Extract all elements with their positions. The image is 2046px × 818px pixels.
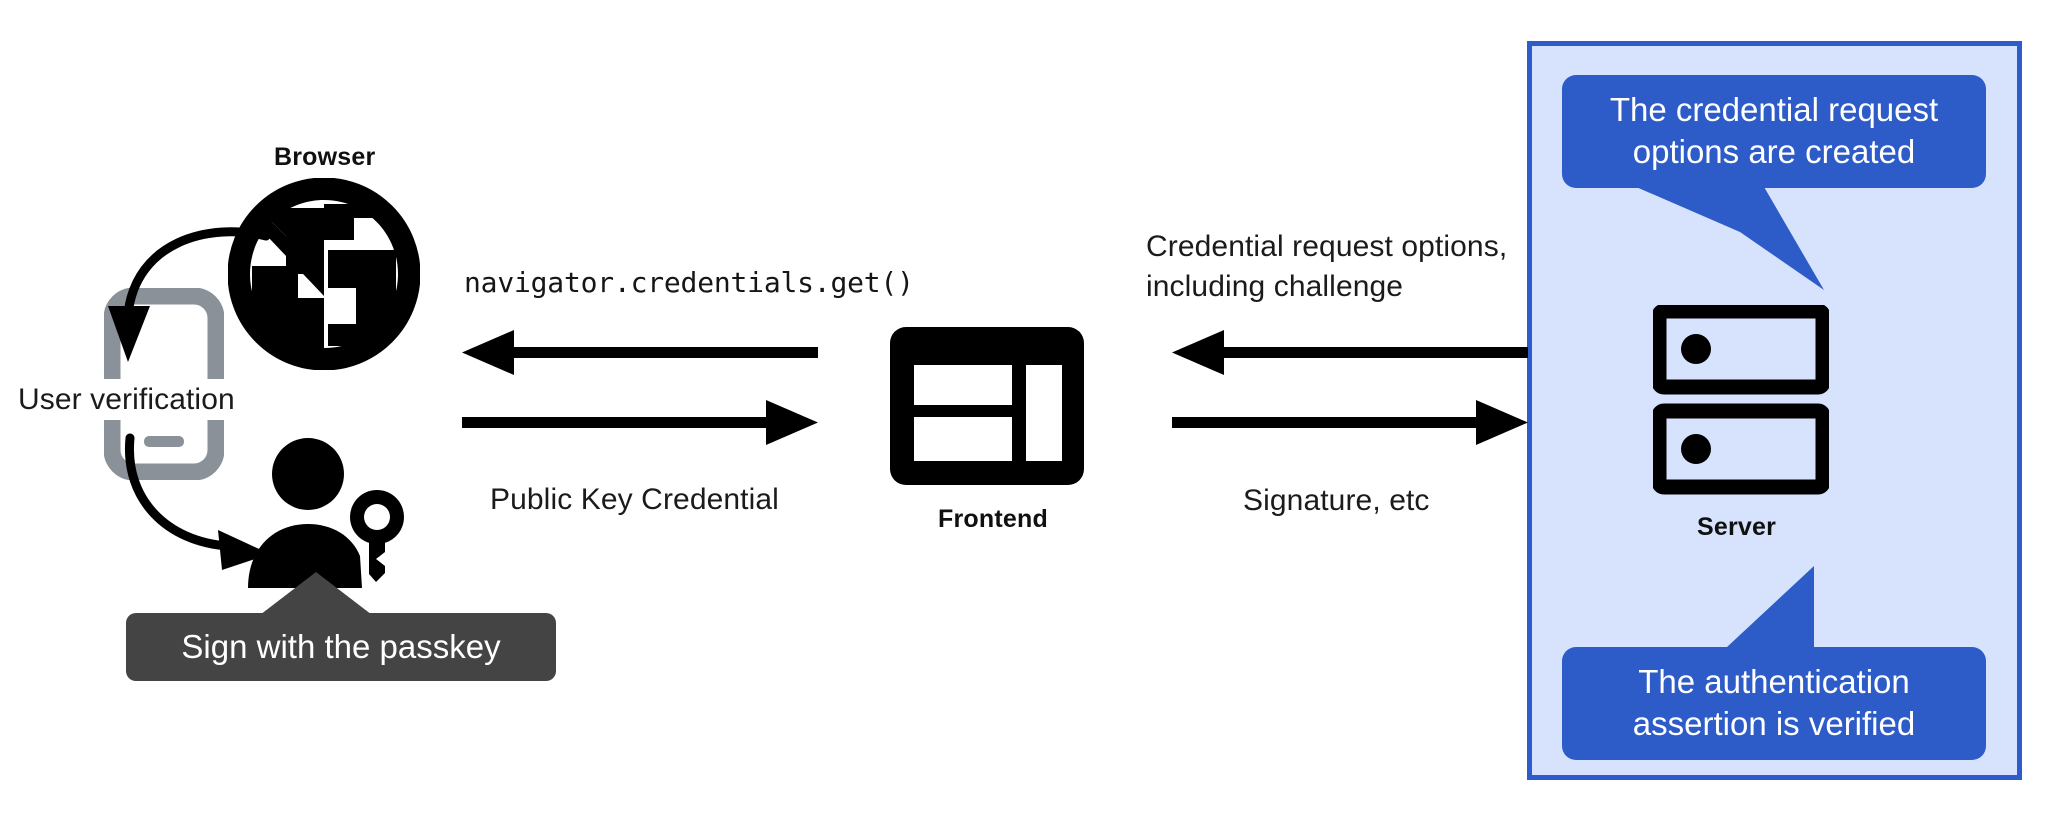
arrow-server-to-frontend	[1172, 330, 1528, 375]
passkey-tooltip-tail	[256, 572, 376, 618]
callout-top-line2: options are created	[1632, 132, 1916, 170]
frontend-label: Frontend	[938, 505, 1048, 533]
browser-label: Browser	[274, 143, 376, 171]
credential-request-options-line2: including challenge	[1146, 270, 1404, 303]
arrow-frontend-to-browser	[462, 330, 818, 375]
globe-icon	[228, 178, 420, 370]
arrow-browser-to-phone-icon	[108, 227, 271, 362]
navigator-credentials-get-label: navigator.credentials.get()	[464, 266, 914, 299]
arrow-browser-to-frontend	[462, 400, 818, 445]
server-racks-icon	[1653, 305, 1829, 495]
arrow-phone-to-user-icon	[124, 433, 270, 570]
passkey-tooltip: Sign with the passkey	[126, 613, 556, 681]
person-with-key-icon	[248, 438, 404, 588]
web-layout-icon	[890, 327, 1084, 485]
callout-top-tail	[1620, 180, 1824, 290]
callout-bottom-line2: assertion is verified	[1632, 704, 1916, 742]
callout-credential-request-options: The credential request options are creat…	[1562, 75, 1986, 189]
callout-authentication-assertion-verified: The authentication assertion is verified	[1562, 647, 1986, 761]
user-verification-label: User verification	[14, 379, 239, 420]
callout-bottom-line1: The authentication	[1638, 663, 1910, 700]
callout-top-line1: The credential request	[1609, 91, 1939, 128]
signature-etc-label: Signature, etc	[1243, 484, 1430, 517]
public-key-credential-label: Public Key Credential	[490, 483, 779, 516]
arrow-frontend-to-server	[1172, 400, 1528, 445]
credential-request-options-line1: Credential request options,	[1146, 230, 1508, 263]
passkey-tooltip-text: Sign with the passkey	[181, 628, 501, 665]
server-label: Server	[1697, 513, 1777, 541]
